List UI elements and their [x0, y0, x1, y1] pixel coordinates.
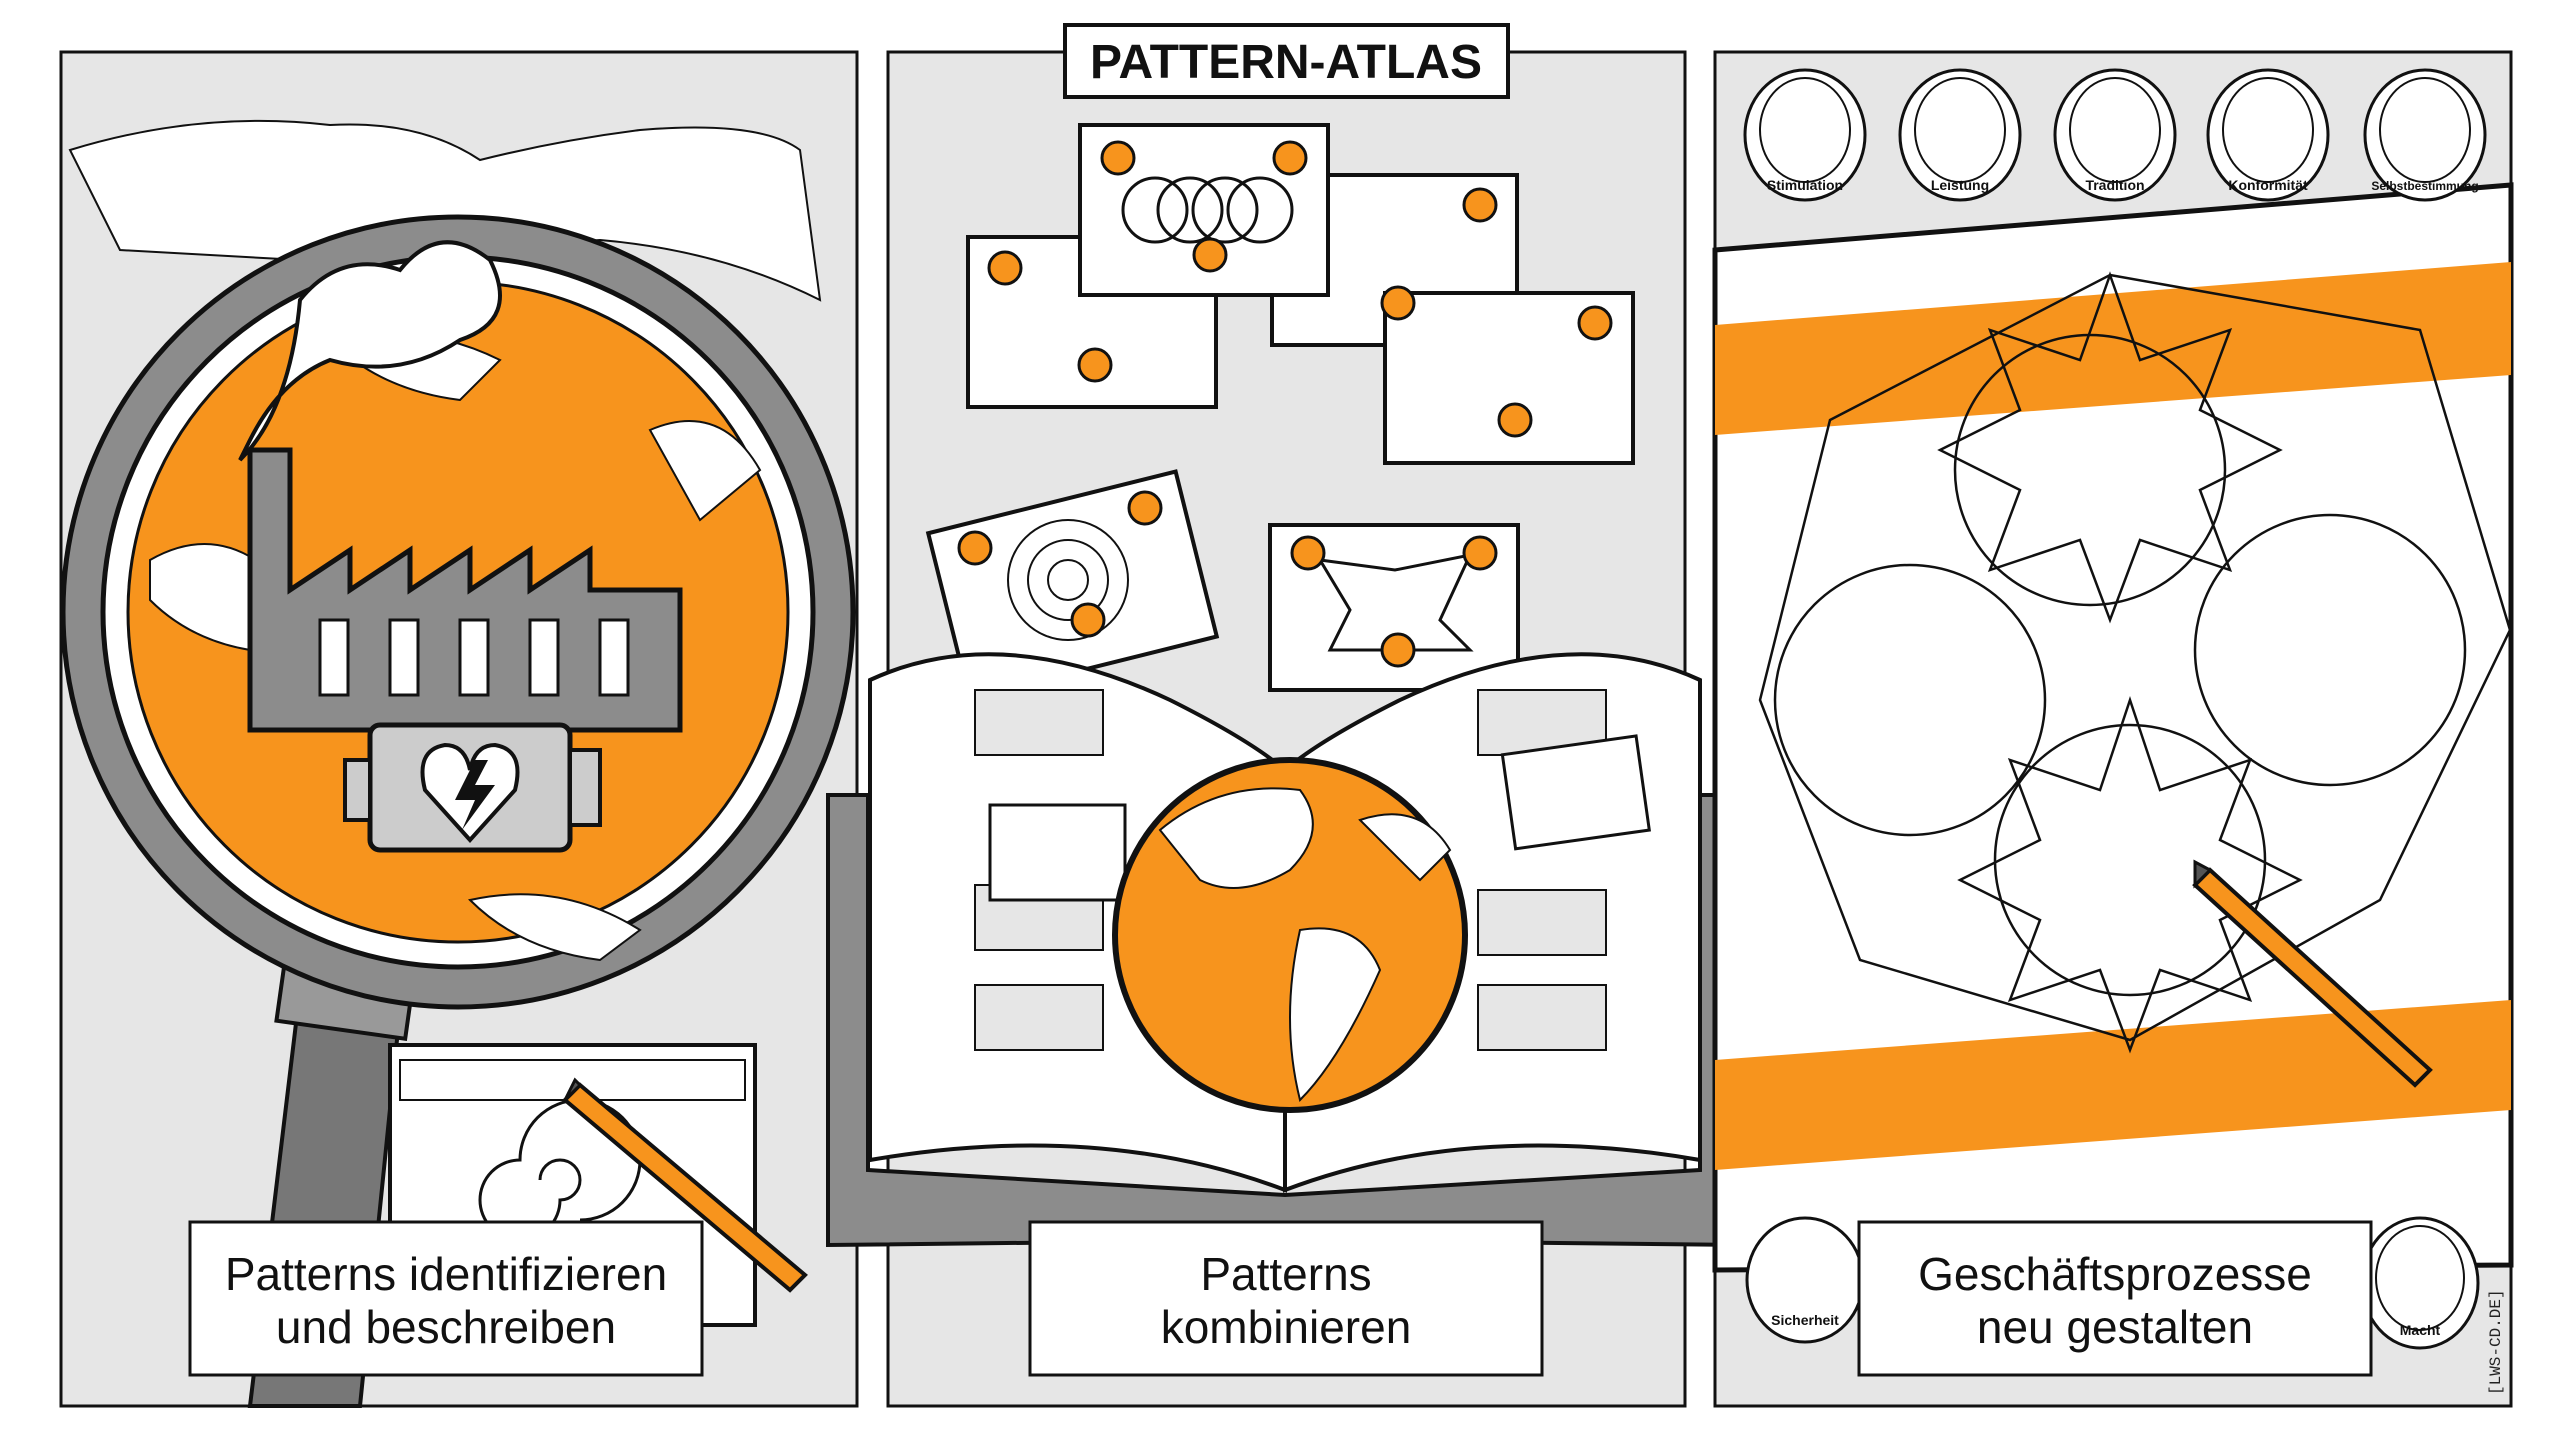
panel-label-line1: Geschäftsprozesse: [1918, 1248, 2312, 1300]
panel-label-line1: Patterns: [1200, 1248, 1371, 1300]
badge-label: Leistung: [1931, 177, 1989, 193]
badge-label: Stimulation: [1767, 177, 1843, 193]
badge-tradition: Tradition: [2053, 68, 2177, 202]
panel-combine: PATTERN-ATLAS Patterns kombinieren: [826, 23, 1747, 1408]
panel-label-line2: und beschreiben: [276, 1301, 616, 1353]
pencil-icon: [562, 1077, 808, 1293]
badge-selbstbestimmung: Selbstbestimmung: [2363, 68, 2487, 202]
geometric-pattern: [1758, 271, 2512, 1054]
label-box: [1028, 1220, 1544, 1377]
label-box: [188, 1220, 704, 1377]
badge-sicherheit: Sicherheit: [1745, 1216, 1865, 1344]
badge-leistung: Leistung: [1898, 68, 2022, 202]
badge-label: Selbstbestimmung: [2371, 179, 2478, 193]
badge-label: Macht: [2400, 1322, 2441, 1338]
panel-identify: Patterns identifizieren und beschreiben: [59, 50, 859, 1408]
world-map-icon: [68, 119, 822, 302]
value-badges: Stimulation Leistung Tradition Konformit…: [1743, 68, 2487, 1350]
panel-redesign: Stimulation Leistung Tradition Konformit…: [1712, 50, 2514, 1408]
factory-icon: [238, 240, 683, 733]
badge-stimulation: Stimulation: [1743, 68, 1867, 202]
title-box: [1063, 23, 1510, 99]
badge-label: Konformität: [2228, 177, 2308, 193]
pattern-cards: [925, 123, 1635, 701]
globe-icon: [1112, 757, 1468, 1113]
badge-konformitaet: Konformität: [2206, 68, 2330, 202]
badge-macht: Macht: [2360, 1216, 2480, 1350]
panel-label-line2: kombinieren: [1161, 1301, 1412, 1353]
blueprint-sheet: [1712, 182, 2514, 1273]
pencil-icon: [2192, 859, 2433, 1088]
engine-heart-icon: [343, 722, 602, 853]
panel-label-line2: neu gestalten: [1977, 1301, 2253, 1353]
label-box: [1857, 1220, 2373, 1377]
credit-text: [LWS-CD.DE]: [2487, 1289, 2505, 1395]
badge-label: Tradition: [2085, 177, 2144, 193]
page-title: PATTERN-ATLAS: [1090, 36, 1482, 89]
badge-label: Sicherheit: [1771, 1312, 1839, 1328]
panel-label-line1: Patterns identifizieren: [225, 1248, 667, 1300]
